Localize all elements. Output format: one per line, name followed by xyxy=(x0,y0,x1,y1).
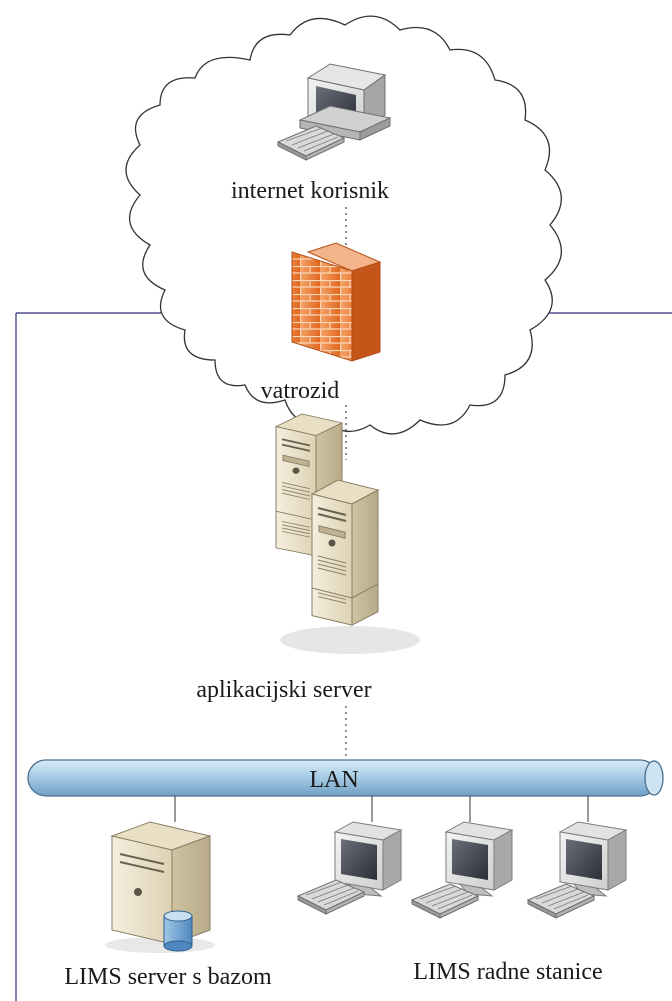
internet-user-label: internet korisnik xyxy=(231,178,389,204)
lims-server-label: LIMS server s bazom xyxy=(64,964,272,990)
workstation-2 xyxy=(411,821,513,919)
workstation-3 xyxy=(527,821,627,919)
internet-user-node: internet korisnik xyxy=(231,63,392,204)
database-cylinder-icon xyxy=(163,910,193,952)
internet-cloud xyxy=(125,15,563,435)
workstation-monitor-icon xyxy=(445,821,513,897)
firewall-label: vatrozid xyxy=(261,378,340,404)
lan-drop-lines xyxy=(174,796,589,822)
workstations-node: LIMS radne stanice xyxy=(297,821,627,985)
app-server-label: aplikacijski server xyxy=(196,677,371,703)
lan-label: LAN xyxy=(309,767,358,793)
desktop-computer-icon xyxy=(277,63,392,161)
workstations-label: LIMS radne stanice xyxy=(413,959,602,985)
database-server-icon xyxy=(105,821,215,953)
workstation-monitor-icon xyxy=(559,821,627,897)
workstation-1 xyxy=(297,821,402,915)
app-server-node: aplikacijski server xyxy=(196,413,420,703)
lims-server-node: LIMS server s bazom xyxy=(64,821,272,990)
firewall-node: vatrozid xyxy=(261,242,382,404)
server-cluster-icon xyxy=(275,413,420,654)
lan-bus: LAN xyxy=(27,759,664,797)
firewall-brick-wall-icon xyxy=(291,242,382,362)
